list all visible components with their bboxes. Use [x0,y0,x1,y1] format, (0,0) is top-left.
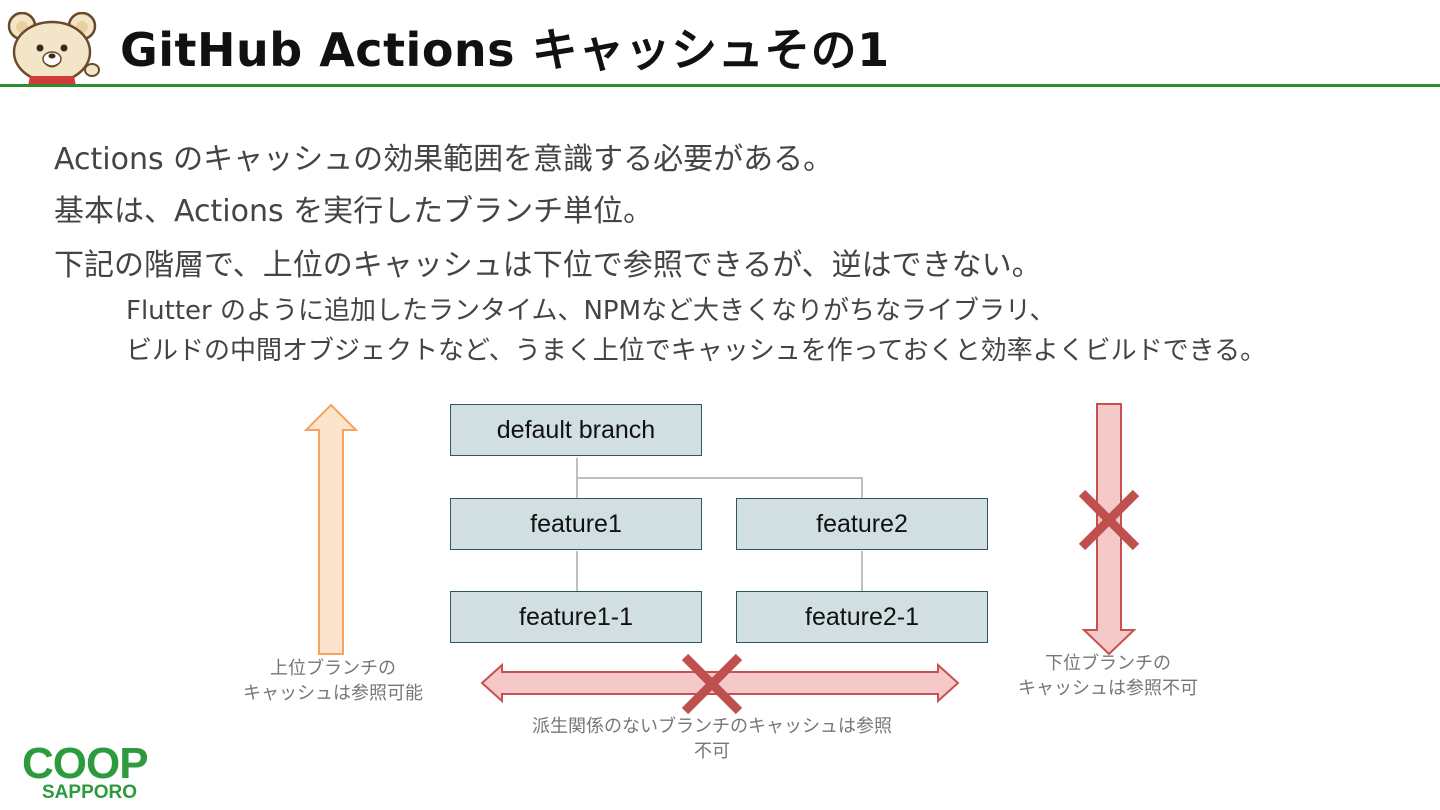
slide-title: GitHub Actions キャッシュその1 [120,23,890,77]
branch-box-feature2: feature2 [736,498,988,550]
caption-lower-cache: 下位ブランチの キャッシュは参照不可 [1008,651,1208,701]
caption-lower-line-2: キャッシュは参照不可 [1018,678,1198,699]
horizontal-double-arrow-icon [480,662,960,704]
caption-lower-line-1: 下位ブランチの [1045,653,1171,674]
caption-unrelated-line-2: 不可 [694,741,730,762]
bullet-1: Actions のキャッシュの効果範囲を意識する必要がある。 [54,142,834,177]
bear-mascot-icon [7,12,100,86]
cross-icon-down [1078,489,1140,551]
branch-box-feature1: feature1 [450,498,702,550]
connector-lines [576,458,863,591]
caption-upper-cache: 上位ブランチの キャッシュは参照可能 [233,656,433,706]
cross-icon-side [681,653,743,715]
header-divider [0,84,1440,87]
caption-unrelated-cache: 派生関係のないブランチのキャッシュは参照 不可 [512,714,912,764]
branch-box-feature1-1: feature1-1 [450,591,702,643]
caption-upper-line-2: キャッシュは参照可能 [243,683,423,704]
branch-box-default: default branch [450,404,702,456]
bullet-2: 基本は、Actions を実行したブランチ単位。 [54,194,654,229]
coop-sapporo-logo: COOP SAPPORO [22,740,149,802]
sub-bullet-2: ビルドの中間オブジェクトなど、うまく上位でキャッシュを作っておくと効率よくビルド… [126,336,1267,366]
caption-unrelated-line-1: 派生関係のないブランチのキャッシュは参照 [532,716,892,737]
down-arrow-icon [1081,403,1137,656]
logo-top-text: COOP [22,740,148,788]
up-arrow-icon [303,403,359,655]
sub-bullet-1: Flutter のように追加したランタイム、NPMなど大きくなりがちなライブラリ… [126,296,1056,326]
bullet-3: 下記の階層で、上位のキャッシュは下位で参照できるが、逆はできない。 [54,248,1042,283]
slide-header: GitHub Actions キャッシュその1 [0,0,1440,87]
logo-bottom-text: SAPPORO [42,782,137,802]
caption-upper-line-1: 上位ブランチの [270,658,396,679]
branch-box-feature2-1: feature2-1 [736,591,988,643]
